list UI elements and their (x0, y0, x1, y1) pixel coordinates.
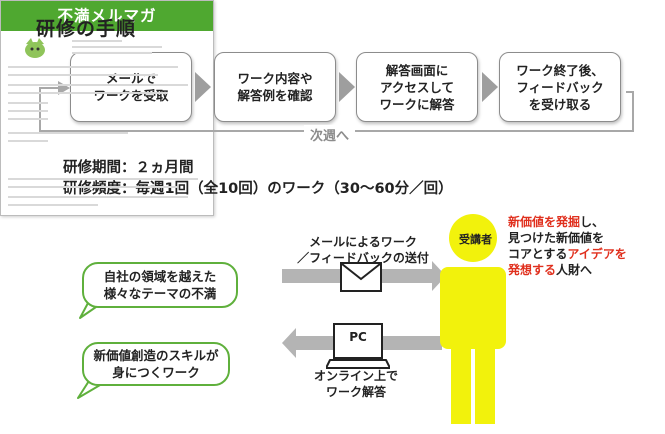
text-placeholder-line (8, 84, 188, 86)
mascot-icon (25, 38, 45, 58)
step-label: ワーク終了後、 フィードバック を受け取る (516, 62, 604, 112)
step-receive-work: メールで ワークを受取 (70, 52, 192, 122)
text-placeholder-line (8, 92, 168, 94)
delivery-label: メールによるワーク ／フィードバックの送付 (297, 235, 429, 265)
text-placeholder-line (8, 74, 158, 76)
training-frequency: 研修頻度：毎週1回（全10回）のワーク（30〜60分／回） (63, 181, 453, 197)
loop-label: 次週へ (304, 125, 356, 144)
text-placeholder-line (8, 110, 48, 112)
bubble-text: 新価値創造のスキルが 身につくワーク (93, 348, 219, 380)
step-label: 解答画面に アクセスして ワークに解答 (379, 62, 455, 112)
flow-arrow-icon (195, 72, 211, 102)
text-placeholder-line (8, 132, 128, 134)
text-placeholder-line (72, 46, 162, 48)
desc-text: 人財へ (556, 263, 593, 277)
desc-text: し、 見つけた新価値を コアとする (508, 215, 605, 261)
training-duration: 研修期間：２ヵ月間 (63, 160, 194, 176)
text-placeholder-line (8, 204, 98, 206)
envelope-icon (340, 262, 382, 292)
bubble-skill: 新価値創造のスキルが 身につくワーク (82, 342, 230, 386)
desc-highlight: アイデアを 発想する (508, 247, 627, 277)
text-placeholder-line (72, 40, 122, 42)
step-check-content: ワーク内容や 解答例を確認 (214, 52, 336, 122)
answer-label: オンライン上で ワーク解答 (313, 369, 398, 399)
text-placeholder-line (8, 186, 178, 188)
person-description: 新価値を発掘し、 見つけた新価値を コアとするアイデアを 発想する人財へ (508, 214, 658, 278)
text-placeholder-line (8, 118, 48, 120)
trainee-label: 受講者 (459, 233, 492, 246)
flow-arrow-icon (482, 72, 498, 102)
text-placeholder-line (8, 102, 48, 104)
flow-arrow-icon (339, 72, 355, 102)
text-placeholder-line (72, 52, 152, 54)
laptop-icon (326, 323, 390, 369)
bubble-theme: 自社の領域を越えた 様々なテーマの不満 (82, 262, 238, 308)
text-placeholder-line (8, 196, 188, 198)
bubble-text: 自社の領域を越えた 様々なテーマの不満 (103, 269, 217, 301)
step-receive-feedback: ワーク終了後、 フィードバック を受け取る (499, 52, 621, 122)
text-placeholder-line (8, 66, 178, 68)
pc-label: PC (349, 330, 367, 344)
person-icon (440, 214, 506, 424)
text-placeholder-line (8, 140, 48, 142)
step-answer-work: 解答画面に アクセスして ワークに解答 (356, 52, 478, 122)
text-placeholder-line (8, 178, 198, 180)
desc-highlight: 新価値を発掘 (508, 215, 581, 229)
newsletter-header: 不満メルマガ (1, 1, 213, 31)
step-label: ワーク内容や 解答例を確認 (237, 71, 313, 103)
page-title: 研修の手順 (36, 18, 137, 40)
